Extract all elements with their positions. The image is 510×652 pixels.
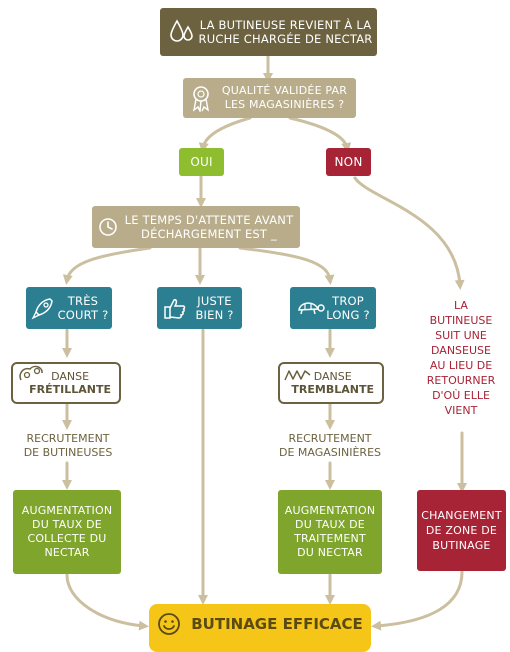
tremble-dance-icon (284, 370, 311, 381)
increase-process-text: AUGMENTATION DU TAUX DE TRAITEMENT DU NE… (284, 504, 376, 559)
thumbs-up-icon (164, 299, 186, 319)
follows-dancer-text: LA BUTINEUSE SUIT UNE DANSEUSE AU LIEU D… (426, 299, 496, 417)
arrow-increase-final-left (65, 573, 149, 631)
clock-icon (99, 218, 117, 236)
change-zone-node: CHANGEMENT DE ZONE DE BUTINAGE (417, 490, 506, 571)
final-node: BUTINAGE EFFICACE (149, 604, 371, 652)
rocket-icon (31, 298, 53, 320)
arrow-wait-short (62, 246, 152, 285)
final-node-text: BUTINAGE EFFICACE (191, 615, 363, 633)
smiley-icon (158, 613, 181, 635)
dance-tremble-label: DANSE TREMBLANTE (291, 370, 374, 396)
recruit-storers-text: RECRUTEMENT DE MAGASINIÈRES (278, 432, 381, 459)
wait-node-text: LE TEMPS D'ATTENTE AVANT DÉCHARGEMENT ES… (124, 213, 294, 241)
right-node: JUSTE BIEN ? (157, 287, 242, 329)
yes-node: OUI (179, 148, 224, 176)
dance-tremble-line1: DANSE (313, 370, 352, 383)
no-node: NON (326, 148, 371, 176)
short-node: TRÈS COURT ? (26, 287, 112, 329)
dance-waggle-line1: DANSE (51, 370, 90, 383)
turtle-icon (298, 302, 325, 315)
dance-tremble-node: DANSE TREMBLANTE (278, 362, 384, 404)
right-node-text: JUSTE BIEN ? (195, 294, 234, 322)
arrow-no-redtext (353, 176, 465, 290)
start-node: LA BUTINEUSE REVIENT À LA RUCHE CHARGÉE … (160, 8, 377, 56)
dance-waggle-label: DANSE FRÉTILLANTE (29, 370, 111, 396)
yes-node-text: OUI (190, 155, 213, 169)
arrow-quality-yes (198, 116, 252, 153)
award-ribbon-icon (192, 86, 210, 112)
start-node-text: LA BUTINEUSE REVIENT À LA RUCHE CHARGÉE … (198, 18, 373, 46)
long-node: TROP LONG ? (290, 287, 376, 329)
waggle-dance-icon (19, 365, 43, 381)
nectar-drops-icon (170, 19, 193, 42)
dance-waggle-line2: FRÉTILLANTE (29, 383, 111, 396)
recruit-foragers-text: RECRUTEMENT DE BUTINEUSES (23, 432, 113, 459)
change-zone-text: CHANGEMENT DE ZONE DE BUTINAGE (421, 509, 502, 552)
dance-tremble-line2: TREMBLANTE (291, 383, 374, 396)
arrow-wait-long (238, 246, 335, 285)
long-node-text: TROP LONG ? (326, 294, 370, 322)
arrow-change-final (371, 570, 464, 631)
no-node-text: NON (334, 155, 363, 169)
quality-node-text: QUALITÉ VALIDÉE PAR LES MAGASINIÈRES ? (221, 84, 348, 111)
wait-node: LE TEMPS D'ATTENTE AVANT DÉCHARGEMENT ES… (92, 206, 300, 248)
increase-process-node: AUGMENTATION DU TAUX DE TRAITEMENT DU NE… (278, 490, 382, 574)
increase-collect-text: AUGMENTATION DU TAUX DE COLLECTE DU NECT… (21, 504, 113, 559)
increase-collect-node: AUGMENTATION DU TAUX DE COLLECTE DU NECT… (13, 490, 121, 574)
quality-node: QUALITÉ VALIDÉE PAR LES MAGASINIÈRES ? (183, 78, 356, 118)
arrow-quality-no (288, 116, 352, 153)
short-node-text: TRÈS COURT ? (57, 294, 109, 322)
